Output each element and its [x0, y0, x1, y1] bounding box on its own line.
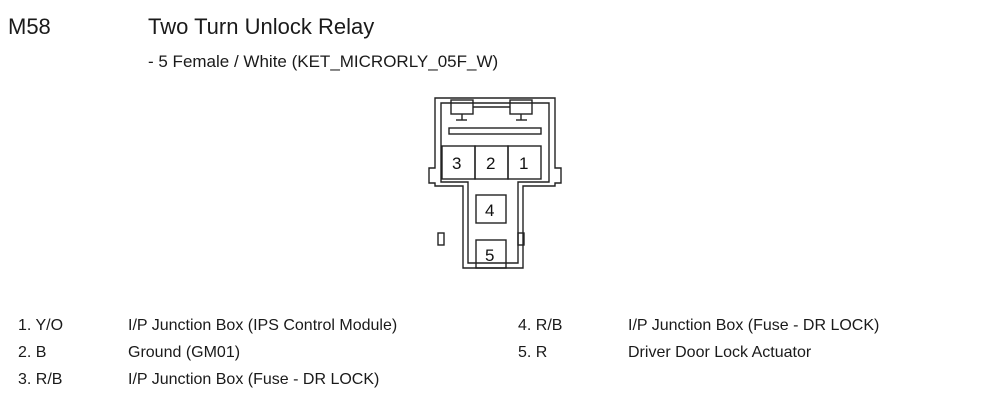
connector-body-outline: [428, 97, 562, 269]
pin-description: Ground (GM01): [128, 344, 241, 361]
connector-diagram: 3 2 1 4 5: [428, 97, 562, 269]
connector-title: Two Turn Unlock Relay: [148, 14, 375, 39]
connector-body-inner: [440, 102, 550, 264]
connector-subtitle: - 5 Female / White (KET_MICRORLY_05F_W): [148, 52, 499, 71]
pin-description: I/P Junction Box (Fuse - DR LOCK): [128, 371, 380, 388]
pin-label-5: 5: [485, 246, 494, 265]
pin-description: I/P Junction Box (IPS Control Module): [128, 317, 398, 334]
connector-code: M58: [8, 14, 51, 39]
pin-label-2: 2: [486, 154, 495, 173]
pin-label-3: 3: [452, 154, 461, 173]
pin-cavity-4: [475, 194, 507, 224]
pin-description: I/P Junction Box (Fuse - DR LOCK): [628, 317, 880, 334]
pin-id: 3. R/B: [18, 371, 63, 388]
pin-label-4: 4: [485, 201, 494, 220]
pin-id: 4. R/B: [518, 317, 563, 334]
pin-cavity-5: [475, 239, 507, 269]
pin-id: 5. R: [518, 344, 548, 361]
pin-description: Driver Door Lock Actuator: [628, 344, 812, 361]
pin-label-1: 1: [519, 154, 528, 173]
latch-bar: [448, 127, 542, 135]
pin-cavity-1: [507, 145, 542, 180]
pin-id: 2. B: [18, 344, 47, 361]
pin-id: 1. Y/O: [18, 317, 64, 334]
